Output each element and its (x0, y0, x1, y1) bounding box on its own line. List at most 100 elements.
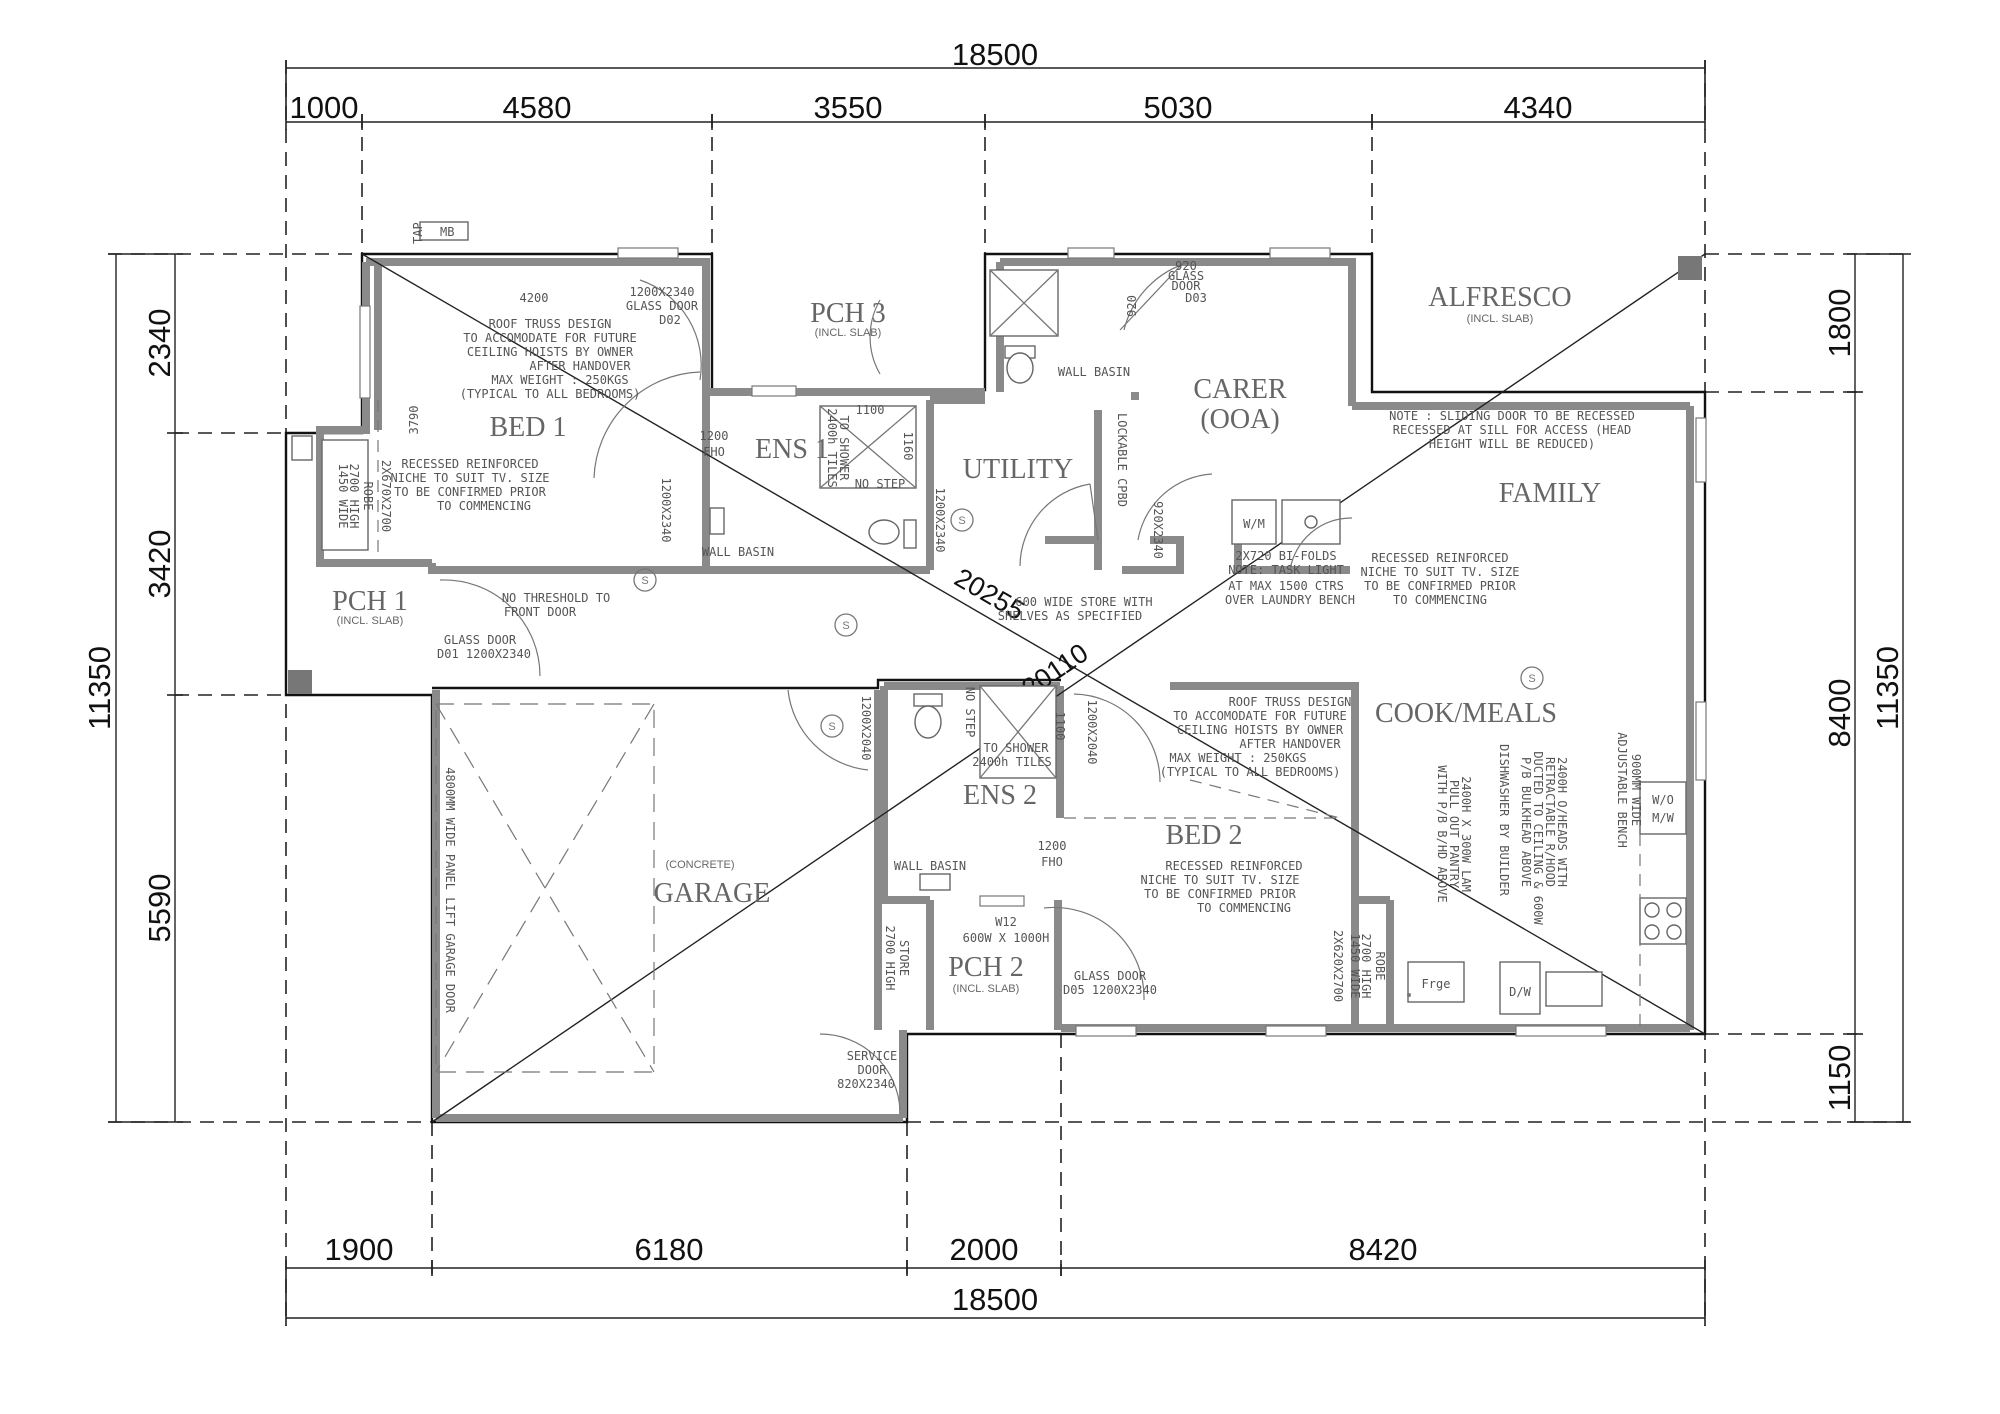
oheads-line-3: DUCTED TO CEILING & 600W (1531, 751, 1545, 925)
room-pch1-sub: (INCL. SLAB) (337, 615, 404, 627)
smoke-detector-label: S (958, 515, 965, 527)
smoke-detector-label: S (828, 721, 835, 733)
garage-top-line (432, 678, 1061, 690)
roof-note-1-line-4: AFTER HANDOVER (529, 359, 631, 373)
roof-note-2-line-2: TO ACCOMODATE FOR FUTURE (1173, 709, 1346, 723)
niche-note-1-line-4: TO COMMENCING (437, 499, 531, 513)
roof-note-1-line-2: TO ACCOMODATE FOR FUTURE (463, 331, 636, 345)
store-note-line-2: SHELVES AS SPECIFIED (998, 609, 1143, 623)
dim-right-2: 8400 (1822, 679, 1857, 748)
room-pch2: PCH 2 (948, 952, 1023, 983)
niche-family-line-1: RECESSED REINFORCED (1371, 551, 1508, 565)
pantry-line-3: WITH P/B B/HD ABOVE (1435, 765, 1449, 902)
niche-family-line-4: TO COMMENCING (1393, 593, 1487, 607)
dim-left-total: 11350 (82, 646, 117, 730)
bench-note-line-1: 900MM WIDE (1629, 754, 1643, 826)
dim-bottom-2: 6180 (635, 1232, 704, 1267)
dim-left-1: 2340 (142, 309, 177, 378)
d01-line-1: GLASS DOOR (444, 633, 517, 647)
roof-note-1-line-5: MAX WEIGHT : 250KGS (491, 373, 628, 387)
dim-top-total: 18500 (952, 37, 1038, 72)
meter-box-label: MB (440, 225, 454, 239)
d03-line-1: GLASS (1168, 269, 1204, 283)
no-step-2: NO STEP (963, 687, 977, 738)
dim-right-3: 1150 (1822, 1045, 1857, 1112)
room-utility: UTILITY (963, 454, 1073, 485)
dim-right-1: 1800 (1822, 289, 1857, 358)
roof-note-1-line-1: ROOF TRUSS DESIGN (489, 317, 612, 331)
oheads-line-4: P/B BULKHEAD ABOVE (1519, 757, 1533, 887)
roof-note-2-line-5: MAX WEIGHT : 250KGS (1169, 751, 1306, 765)
smoke-detectors: S S S S S (633, 508, 1544, 738)
windows (359, 247, 1707, 1037)
d02-label-1: 1200X2340 (629, 285, 694, 299)
oheads-line-1: 2400H O/HEADS WITH (1555, 757, 1569, 887)
no-threshold-line-2: FRONT DOOR (504, 605, 577, 619)
niche-2-line-2: NICHE TO SUIT TV. SIZE (1141, 873, 1300, 887)
robe2-line-2: 2700 HIGH (1359, 933, 1373, 998)
niche-2-line-4: TO COMMENCING (1197, 901, 1291, 915)
roof-note-1-line-6: (TYPICAL TO ALL BEDROOMS) (460, 387, 641, 401)
annotations: MB TAP 4200 3790 1200X2340 GLASS DOOR D0… (336, 222, 1675, 1091)
pantry-line-2: PULL OUT PANTRY (1447, 780, 1461, 889)
fho-1-value: 1200 (700, 429, 729, 443)
niche-note-1-line-1: RECESSED REINFORCED (401, 457, 538, 471)
robe1-door: 2X670X2700 (379, 460, 393, 532)
wall-basin-carer: WALL BASIN (1058, 365, 1130, 379)
store-garage-line-1: STORE (897, 940, 911, 976)
dishwasher-note: DISHWASHER BY BUILDER (1497, 744, 1511, 896)
service-door-line-1: SERVICE (847, 1049, 898, 1063)
niche-family-line-3: TO BE CONFIRMED PRIOR (1364, 579, 1516, 593)
door-1200x2040-b: 1200X2040 (1085, 699, 1099, 764)
room-garage-sub: (CONCRETE) (665, 859, 734, 871)
room-carer-sub: (OOA) (1200, 404, 1279, 435)
service-door-line-3: 820X2340 (837, 1077, 895, 1091)
d03-line-2: DOOR (1172, 279, 1202, 293)
lockable-cpbd: LOCKABLE CPBD (1115, 413, 1129, 507)
niche-2-line-3: TO BE CONFIRMED PRIOR (1144, 887, 1296, 901)
sliding-note-line-3: HEIGHT WILL BE REDUCED) (1429, 437, 1595, 451)
wo-label: W/O (1652, 793, 1674, 807)
dim-top-3: 3550 (814, 90, 883, 125)
dim-top-5: 4340 (1504, 90, 1573, 125)
robe2-door: 2X620X2700 (1331, 930, 1345, 1002)
fho-1-label: FHO (703, 445, 725, 459)
service-door-line-2: DOOR (858, 1063, 888, 1077)
room-garage: GARAGE (654, 878, 771, 909)
room-family: FAMILY (1499, 478, 1601, 509)
robe2-line-1: ROBE (1373, 952, 1387, 981)
dim-3790: 3790 (407, 406, 421, 435)
sliding-note-line-1: NOTE : SLIDING DOOR TO BE RECESSED (1389, 409, 1635, 423)
bifold-line-2: NOTE: TASK LIGHT (1228, 563, 1344, 577)
dim-left-3: 5590 (142, 874, 177, 943)
dimension-lines: 18500 1000 4580 3550 5030 4340 1900 6180… (82, 37, 1911, 1326)
bifold-line-3: AT MAX 1500 CTRS (1228, 579, 1344, 593)
tap-label: TAP (411, 222, 425, 244)
d03-line-3: D03 (1185, 291, 1207, 305)
smoke-detector-label: S (842, 620, 849, 632)
room-bed2: BED 2 (1166, 820, 1243, 851)
room-pch3-sub: (INCL. SLAB) (815, 327, 882, 339)
diagonal-line-2 (431, 253, 1706, 1123)
bench-note-line-2: ADJUSTABLE BENCH (1615, 732, 1629, 848)
smoke-detector-label: S (641, 575, 648, 587)
shower1-line-2: 2400h TILES (825, 408, 839, 487)
room-cook-meals: COOK/MEALS (1375, 698, 1557, 729)
door-920x2340: 920X2340 (1151, 501, 1165, 559)
dishwasher-label: D/W (1509, 985, 1531, 999)
d05-line-1: GLASS DOOR (1074, 969, 1147, 983)
door-swings (377, 261, 1641, 1111)
roof-note-2-line-3: CEILING HOISTS BY OWNER (1177, 723, 1344, 737)
robe2-line-3: 1450 WIDE (1348, 933, 1362, 998)
room-ens1: ENS 1 (755, 434, 829, 465)
no-threshold-line-1: NO THRESHOLD TO (502, 591, 610, 605)
dim-920-b: 920 (1125, 295, 1139, 317)
wm-label: W/M (1243, 517, 1265, 531)
roof-note-2-line-6: (TYPICAL TO ALL BEDROOMS) (1160, 765, 1341, 779)
bifold-line-1: 2X720 BI-FOLDS (1235, 549, 1336, 563)
bifold-line-4: OVER LAUNDRY BENCH (1225, 593, 1355, 607)
room-carer: CARER (1193, 374, 1287, 405)
roof-note-1-line-3: CEILING HOISTS BY OWNER (467, 345, 634, 359)
robe1-line-1: ROBE (361, 482, 375, 511)
